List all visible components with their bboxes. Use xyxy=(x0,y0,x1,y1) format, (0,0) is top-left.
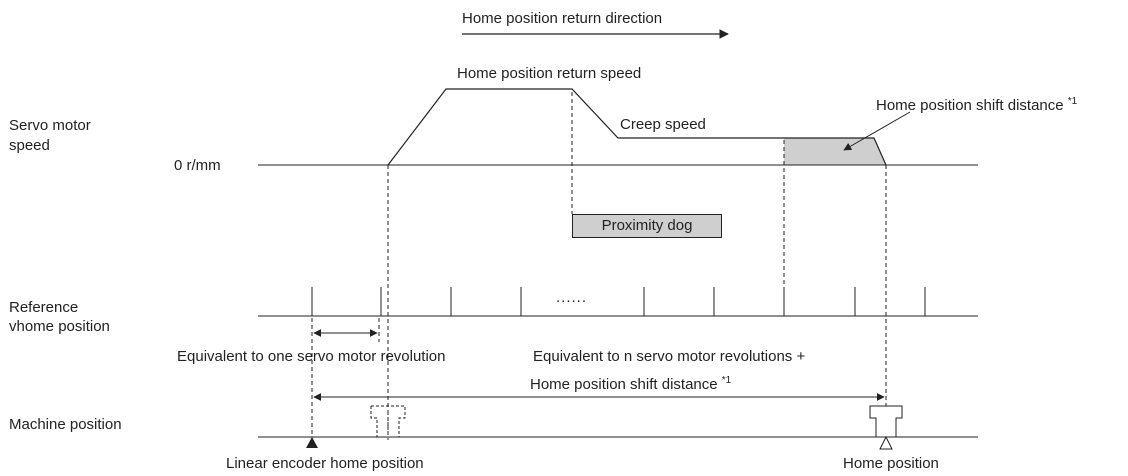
shift-distance-label-2: Home position shift distance *1 xyxy=(530,375,732,393)
direction-label: Home position return direction xyxy=(462,10,663,27)
shift-distance-2-note: *1 xyxy=(721,375,732,386)
proximity-dog: Proximity dog xyxy=(572,214,722,238)
machine-position-label: Machine position xyxy=(9,416,122,433)
speed-profile-line xyxy=(387,88,887,166)
shift-distance-pointer xyxy=(843,111,911,151)
linear-encoder-home-label: Linear encoder home position xyxy=(226,455,424,472)
return-speed-label: Home position return speed xyxy=(457,65,642,82)
shift-distance-area xyxy=(784,138,886,165)
zero-speed-label: 0 r/mm xyxy=(174,157,221,174)
machine-home-solid xyxy=(869,405,903,438)
n-revolutions-label: Equivalent to n servo motor revolutions … xyxy=(533,348,806,365)
reference-ticks xyxy=(311,287,926,316)
ellipsis-label: ...... xyxy=(556,289,588,306)
home-position-marker xyxy=(879,435,893,450)
linear-encoder-home-marker xyxy=(306,437,318,448)
shift-distance-label: Home position shift distance *1 xyxy=(876,96,1078,114)
one-revolution-label: Equivalent to one servo motor revolution xyxy=(177,348,446,365)
machine-start-dashed xyxy=(370,405,406,437)
servo-speed-label-line1: Servo motor xyxy=(9,117,91,134)
dashed-guides xyxy=(311,92,887,442)
home-position-label: Home position xyxy=(843,455,939,472)
shift-distance-note: *1 xyxy=(1067,96,1078,107)
reference-label-line2: vhome position xyxy=(9,318,110,335)
creep-speed-label: Creep speed xyxy=(620,116,706,133)
reference-label-line1: Reference xyxy=(9,299,79,316)
servo-speed-label-line2: speed xyxy=(9,137,50,154)
